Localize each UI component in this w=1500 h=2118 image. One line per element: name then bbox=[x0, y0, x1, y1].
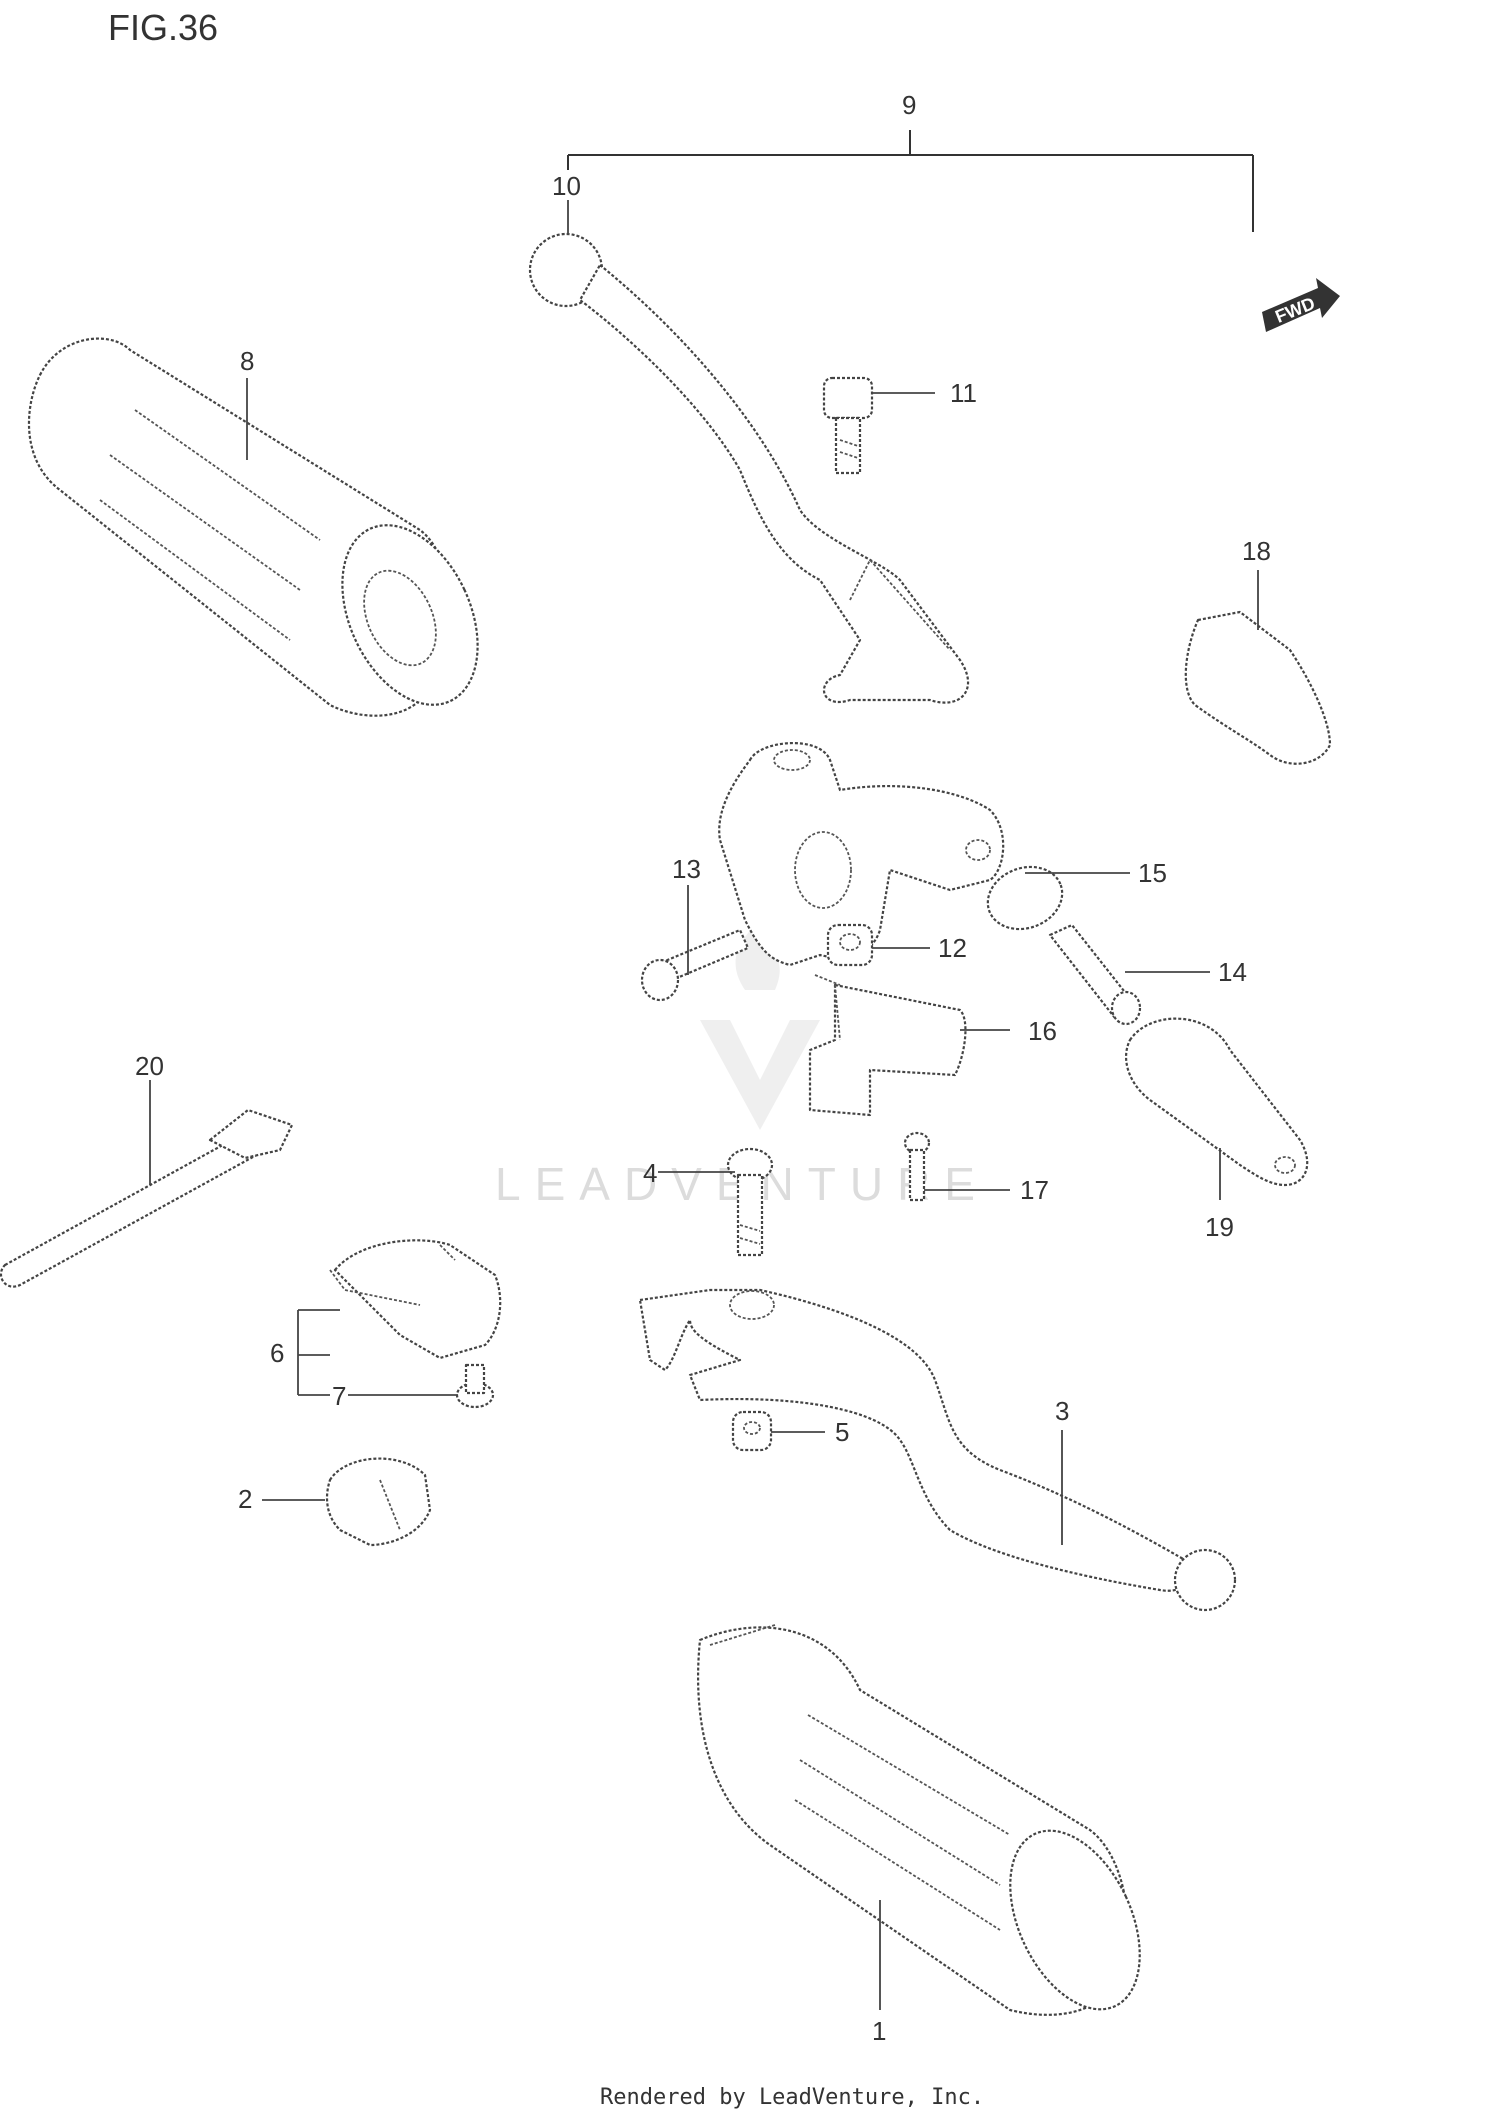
part-16-switch bbox=[808, 974, 967, 1117]
part-11-bolt bbox=[822, 376, 874, 475]
callout-6: 6 bbox=[270, 1338, 284, 1368]
lever-perch bbox=[718, 741, 1005, 967]
part-12-nut bbox=[826, 923, 874, 967]
part-3-lever bbox=[638, 1288, 1237, 1612]
callout-5: 5 bbox=[835, 1417, 849, 1447]
part-4-bolt bbox=[726, 1147, 774, 1257]
part-7-screw bbox=[455, 1363, 495, 1409]
part-19-boot bbox=[1125, 1017, 1309, 1187]
callout-11: 11 bbox=[950, 378, 977, 408]
callout-8: 8 bbox=[240, 346, 254, 376]
callout-3: 3 bbox=[1055, 1396, 1069, 1426]
callout-1: 1 bbox=[872, 2016, 886, 2046]
callout-19: 19 bbox=[1205, 1212, 1234, 1242]
part-13-bolt bbox=[640, 928, 750, 1002]
callouts: 9 10 8 11 18 15 13 12 14 16 20 4 17 19 6… bbox=[135, 90, 1271, 2046]
callout-14: 14 bbox=[1218, 957, 1247, 987]
callout-20: 20 bbox=[135, 1051, 164, 1081]
callout-17: 17 bbox=[1020, 1175, 1049, 1205]
callout-12: 12 bbox=[938, 933, 967, 963]
watermark-logo bbox=[700, 920, 820, 1130]
figure-label: FIG.36 bbox=[108, 7, 218, 48]
callout-7: 7 bbox=[332, 1381, 346, 1411]
callout-15: 15 bbox=[1138, 858, 1167, 888]
part-1-grip bbox=[696, 1624, 1141, 2016]
part-8-grip bbox=[27, 337, 479, 717]
footer-credit: Rendered by LeadVenture, Inc. bbox=[600, 2085, 984, 2110]
part-5-nut bbox=[731, 1410, 773, 1452]
callout-4: 4 bbox=[643, 1158, 657, 1188]
callout-2: 2 bbox=[238, 1484, 252, 1514]
callout-18: 18 bbox=[1242, 536, 1271, 566]
part-20-cable-tie bbox=[0, 1108, 294, 1288]
part-18-cover bbox=[1184, 610, 1332, 765]
part-15-adjuster bbox=[986, 865, 1064, 931]
fwd-arrow-icon: FWD bbox=[1262, 278, 1340, 332]
callout-13: 13 bbox=[672, 854, 701, 884]
assembly-bracket-9 bbox=[567, 130, 1254, 232]
part-14-bolt bbox=[1048, 923, 1142, 1026]
part-2-spacer bbox=[325, 1457, 432, 1547]
part-17-screw bbox=[903, 1131, 931, 1202]
part-10-lever bbox=[528, 232, 970, 704]
leader-lines bbox=[149, 200, 1259, 2010]
part-6-switch bbox=[329, 1239, 502, 1360]
callout-9: 9 bbox=[902, 90, 916, 120]
callout-10: 10 bbox=[552, 171, 581, 201]
callout-16: 16 bbox=[1028, 1016, 1057, 1046]
